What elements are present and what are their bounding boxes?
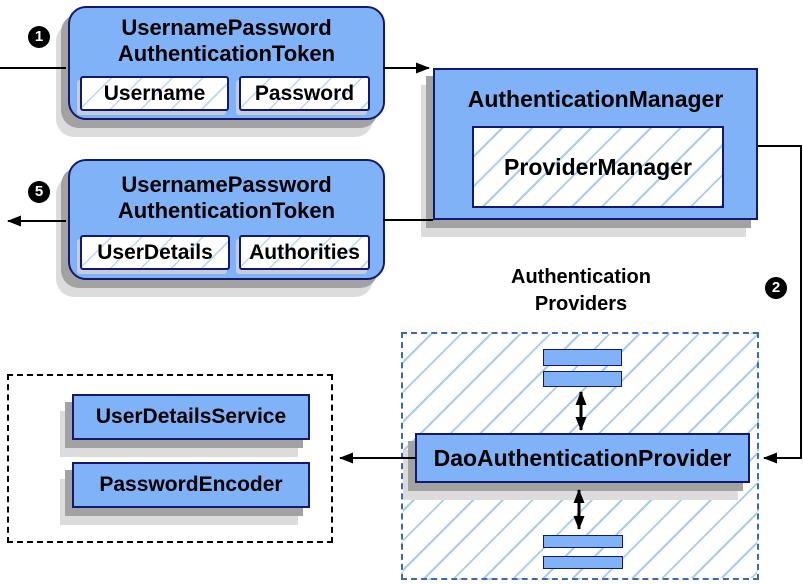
password-field-label: Password	[254, 81, 355, 105]
authorities-field-label: Authorities	[249, 240, 360, 264]
step-badge-5: 5	[28, 181, 50, 203]
authentication-providers-label-line2: Providers	[534, 293, 628, 315]
username-field-label: Username	[103, 81, 206, 105]
userdetails-field-box: UserDetails	[80, 235, 230, 270]
request-token-title-line1: UsernamePassword	[121, 15, 332, 40]
authentication-manager-title: AuthenticationManager	[467, 86, 724, 112]
request-token-title-line2: AuthenticationToken	[117, 41, 336, 66]
request-token-node: UsernamePassword AuthenticationToken Use…	[68, 6, 385, 120]
step-badge-1: 1	[28, 26, 50, 48]
authentication-manager-node: AuthenticationManager ProviderManager	[433, 68, 758, 220]
authentication-providers-label: Authentication Providers	[451, 264, 711, 318]
password-encoder-node: PasswordEncoder	[72, 462, 310, 508]
result-token-node: UsernamePassword AuthenticationToken Use…	[68, 159, 385, 280]
password-field-box: Password	[239, 76, 370, 111]
provider-placeholder-bottom-1	[543, 535, 623, 548]
username-field-box: Username	[80, 76, 229, 111]
provider-placeholder-top-2	[543, 371, 622, 387]
result-token-title-line2: AuthenticationToken	[117, 198, 336, 223]
dao-authentication-provider-node: DaoAuthenticationProvider	[415, 433, 750, 483]
result-token-title-line1: UsernamePassword	[121, 172, 332, 197]
user-details-service-node: UserDetailsService	[72, 394, 310, 440]
userdetails-field-label: UserDetails	[97, 240, 213, 264]
step-badge-2: 2	[765, 277, 787, 299]
provider-manager-node: ProviderManager	[472, 126, 724, 208]
provider-placeholder-top-1	[543, 349, 622, 366]
authorities-field-box: Authorities	[239, 235, 370, 270]
authentication-providers-label-line1: Authentication	[511, 266, 651, 288]
provider-placeholder-bottom-2	[543, 556, 623, 569]
manager-to-dao-arrow	[758, 145, 802, 464]
result-token-title: UsernamePassword AuthenticationToken	[70, 172, 383, 224]
request-token-title: UsernamePassword AuthenticationToken	[70, 15, 383, 67]
